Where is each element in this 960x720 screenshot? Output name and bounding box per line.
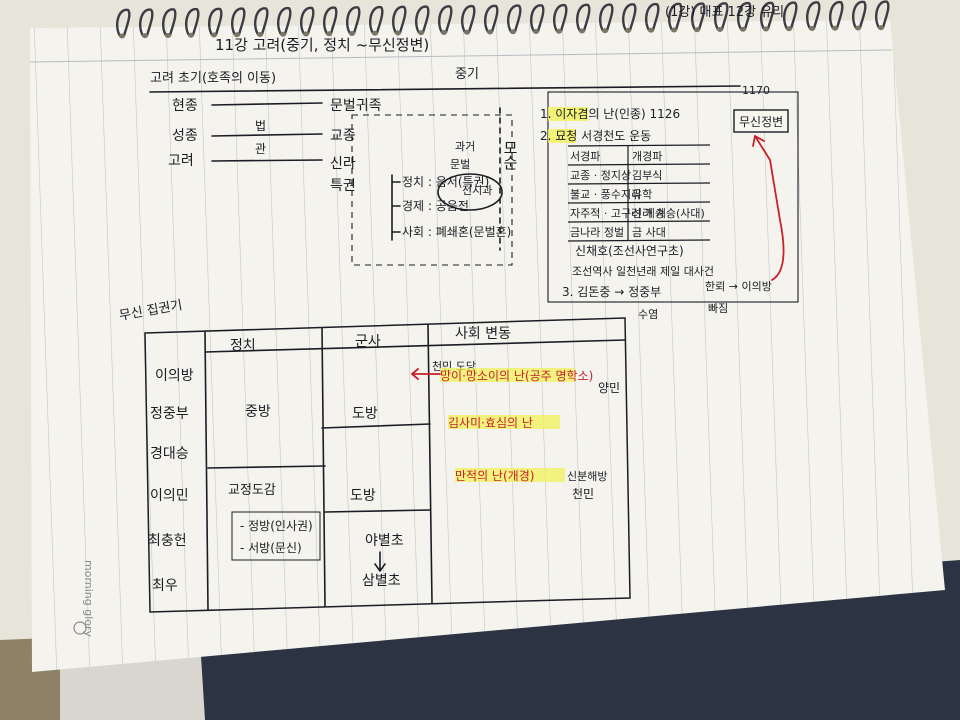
table-cell-left: 서경파 bbox=[570, 150, 600, 163]
table-cell-right: 유학 bbox=[632, 188, 652, 201]
spiral-hole bbox=[556, 29, 562, 34]
early-heading: 고려 초기(호족의 이동) bbox=[150, 71, 276, 86]
quote: 조선역사 일천년래 제일 대사건 bbox=[572, 264, 714, 278]
side-note-1: 과거 bbox=[455, 140, 475, 153]
col-header-3: 사회 변동 bbox=[455, 326, 511, 342]
final-note: 천민 bbox=[572, 486, 594, 501]
spiral-hole bbox=[579, 29, 585, 34]
politics-1: 중방 bbox=[245, 404, 271, 420]
spiral-hole bbox=[602, 28, 608, 33]
king-1: 현종 bbox=[172, 98, 198, 114]
table-cell-right: 김부식 bbox=[632, 169, 662, 182]
spiral-hole bbox=[533, 29, 539, 34]
between-label-1: 법 bbox=[255, 119, 266, 133]
society-line-2: 양민 bbox=[598, 381, 620, 395]
arrow-3 bbox=[212, 160, 322, 161]
spiral-hole bbox=[464, 30, 470, 35]
spiral-hole bbox=[648, 28, 654, 33]
king-3: 고려 bbox=[168, 153, 194, 169]
item-3-extra-1: 수염 bbox=[638, 308, 658, 321]
spiral-hole bbox=[142, 33, 148, 38]
item-3: 3. 김돈중 → 정중부 bbox=[562, 285, 661, 299]
result-1: 문벌귀족 bbox=[330, 98, 382, 114]
spiral-hole bbox=[786, 26, 792, 31]
between-label-2: 관 bbox=[255, 142, 266, 156]
politics-3: - 정방(인사권) bbox=[240, 519, 313, 533]
year-label: 1170 bbox=[742, 84, 770, 97]
spiral-hole bbox=[165, 33, 171, 38]
ruler-4: 이의민 bbox=[150, 488, 189, 504]
privilege-item-3: 사회 : 폐쇄혼(문벌혼) bbox=[402, 225, 511, 239]
spiral-hole bbox=[372, 31, 378, 36]
table-cell-left: 금나라 정벌 bbox=[570, 226, 624, 239]
spiral-hole bbox=[740, 27, 746, 32]
event-box-label: 무신정변 bbox=[739, 115, 783, 129]
spiral-hole bbox=[418, 30, 424, 35]
spiral-hole bbox=[878, 25, 884, 30]
side-note-2: 문벌 bbox=[450, 158, 470, 171]
spiral-hole bbox=[188, 33, 194, 38]
item-1: 1. 이자겸의 난(인종) 1126 bbox=[540, 107, 680, 121]
military-3: 야별초 bbox=[365, 533, 404, 549]
table-cell-left: 불교 · 풍수지리 bbox=[570, 188, 641, 201]
contradiction-label: 모순 bbox=[501, 140, 519, 170]
item-3-extra-2: 한뢰 → 이의방 bbox=[705, 280, 772, 293]
politics-2: 교정도감 bbox=[228, 483, 276, 498]
table-cell-right: 신라 계승(사대) bbox=[632, 207, 705, 220]
brand-label: morning glory bbox=[82, 560, 95, 638]
mid-label: 중기 bbox=[455, 67, 479, 82]
spiral-hole bbox=[855, 26, 861, 31]
spiral-hole bbox=[119, 34, 125, 39]
ruler-1: 이의방 bbox=[155, 368, 194, 384]
spiral-hole bbox=[694, 27, 700, 32]
spiral-hole bbox=[832, 26, 838, 31]
spiral-hole bbox=[763, 27, 769, 32]
spiral-hole bbox=[809, 26, 815, 31]
col-header-2: 군사 bbox=[355, 334, 381, 350]
politics-4: - 서방(문신) bbox=[240, 541, 302, 555]
spiral-hole bbox=[625, 28, 631, 33]
table-cell-left: 교종 · 정지상 bbox=[570, 169, 631, 182]
spiral-hole bbox=[671, 28, 677, 33]
revolt-1: 망이·망소이의 난(공주 명학소) bbox=[440, 369, 593, 383]
spiral-hole bbox=[510, 29, 516, 34]
side-note-3: 전시과 bbox=[462, 184, 492, 197]
revolt-note: 신분해방 bbox=[567, 469, 607, 483]
spiral-hole bbox=[717, 27, 723, 32]
spiral-hole bbox=[395, 31, 401, 36]
item-2: 2. 묘청 서경천도 운동 bbox=[540, 128, 651, 143]
ruler-3: 경대승 bbox=[150, 446, 189, 462]
top-right-note: (1강) 대표 12강 유리 bbox=[665, 5, 784, 20]
military-1: 도방 bbox=[352, 406, 378, 422]
spiral-hole bbox=[441, 30, 447, 35]
lecture-title: 11강 고려(중기, 정치 ~무신정변) bbox=[215, 36, 429, 54]
page-ruling bbox=[30, 20, 945, 672]
king-2: 성종 bbox=[172, 128, 198, 144]
ruler-2: 정중부 bbox=[150, 406, 189, 422]
col-header-1: 정치 bbox=[230, 338, 256, 354]
table-cell-right: 금 사대 bbox=[632, 226, 666, 239]
revolt-2: 김사미·효심의 난 bbox=[448, 416, 533, 430]
ruler-6: 최우 bbox=[152, 578, 178, 594]
table-cell-right: 개경파 bbox=[632, 150, 662, 163]
military-4: 삼별초 bbox=[362, 573, 401, 589]
spiral-hole bbox=[487, 30, 493, 35]
revolt-3: 만적의 난(개경) bbox=[455, 469, 534, 483]
ruler-5: 최충헌 bbox=[148, 533, 187, 549]
military-2: 도방 bbox=[350, 488, 376, 504]
item-3-extra-3: 빠짐 bbox=[708, 302, 728, 315]
privilege-item-2: 경제 : 공음전 bbox=[402, 199, 469, 213]
sinchaeho: 신채호(조선사연구초) bbox=[575, 244, 684, 258]
